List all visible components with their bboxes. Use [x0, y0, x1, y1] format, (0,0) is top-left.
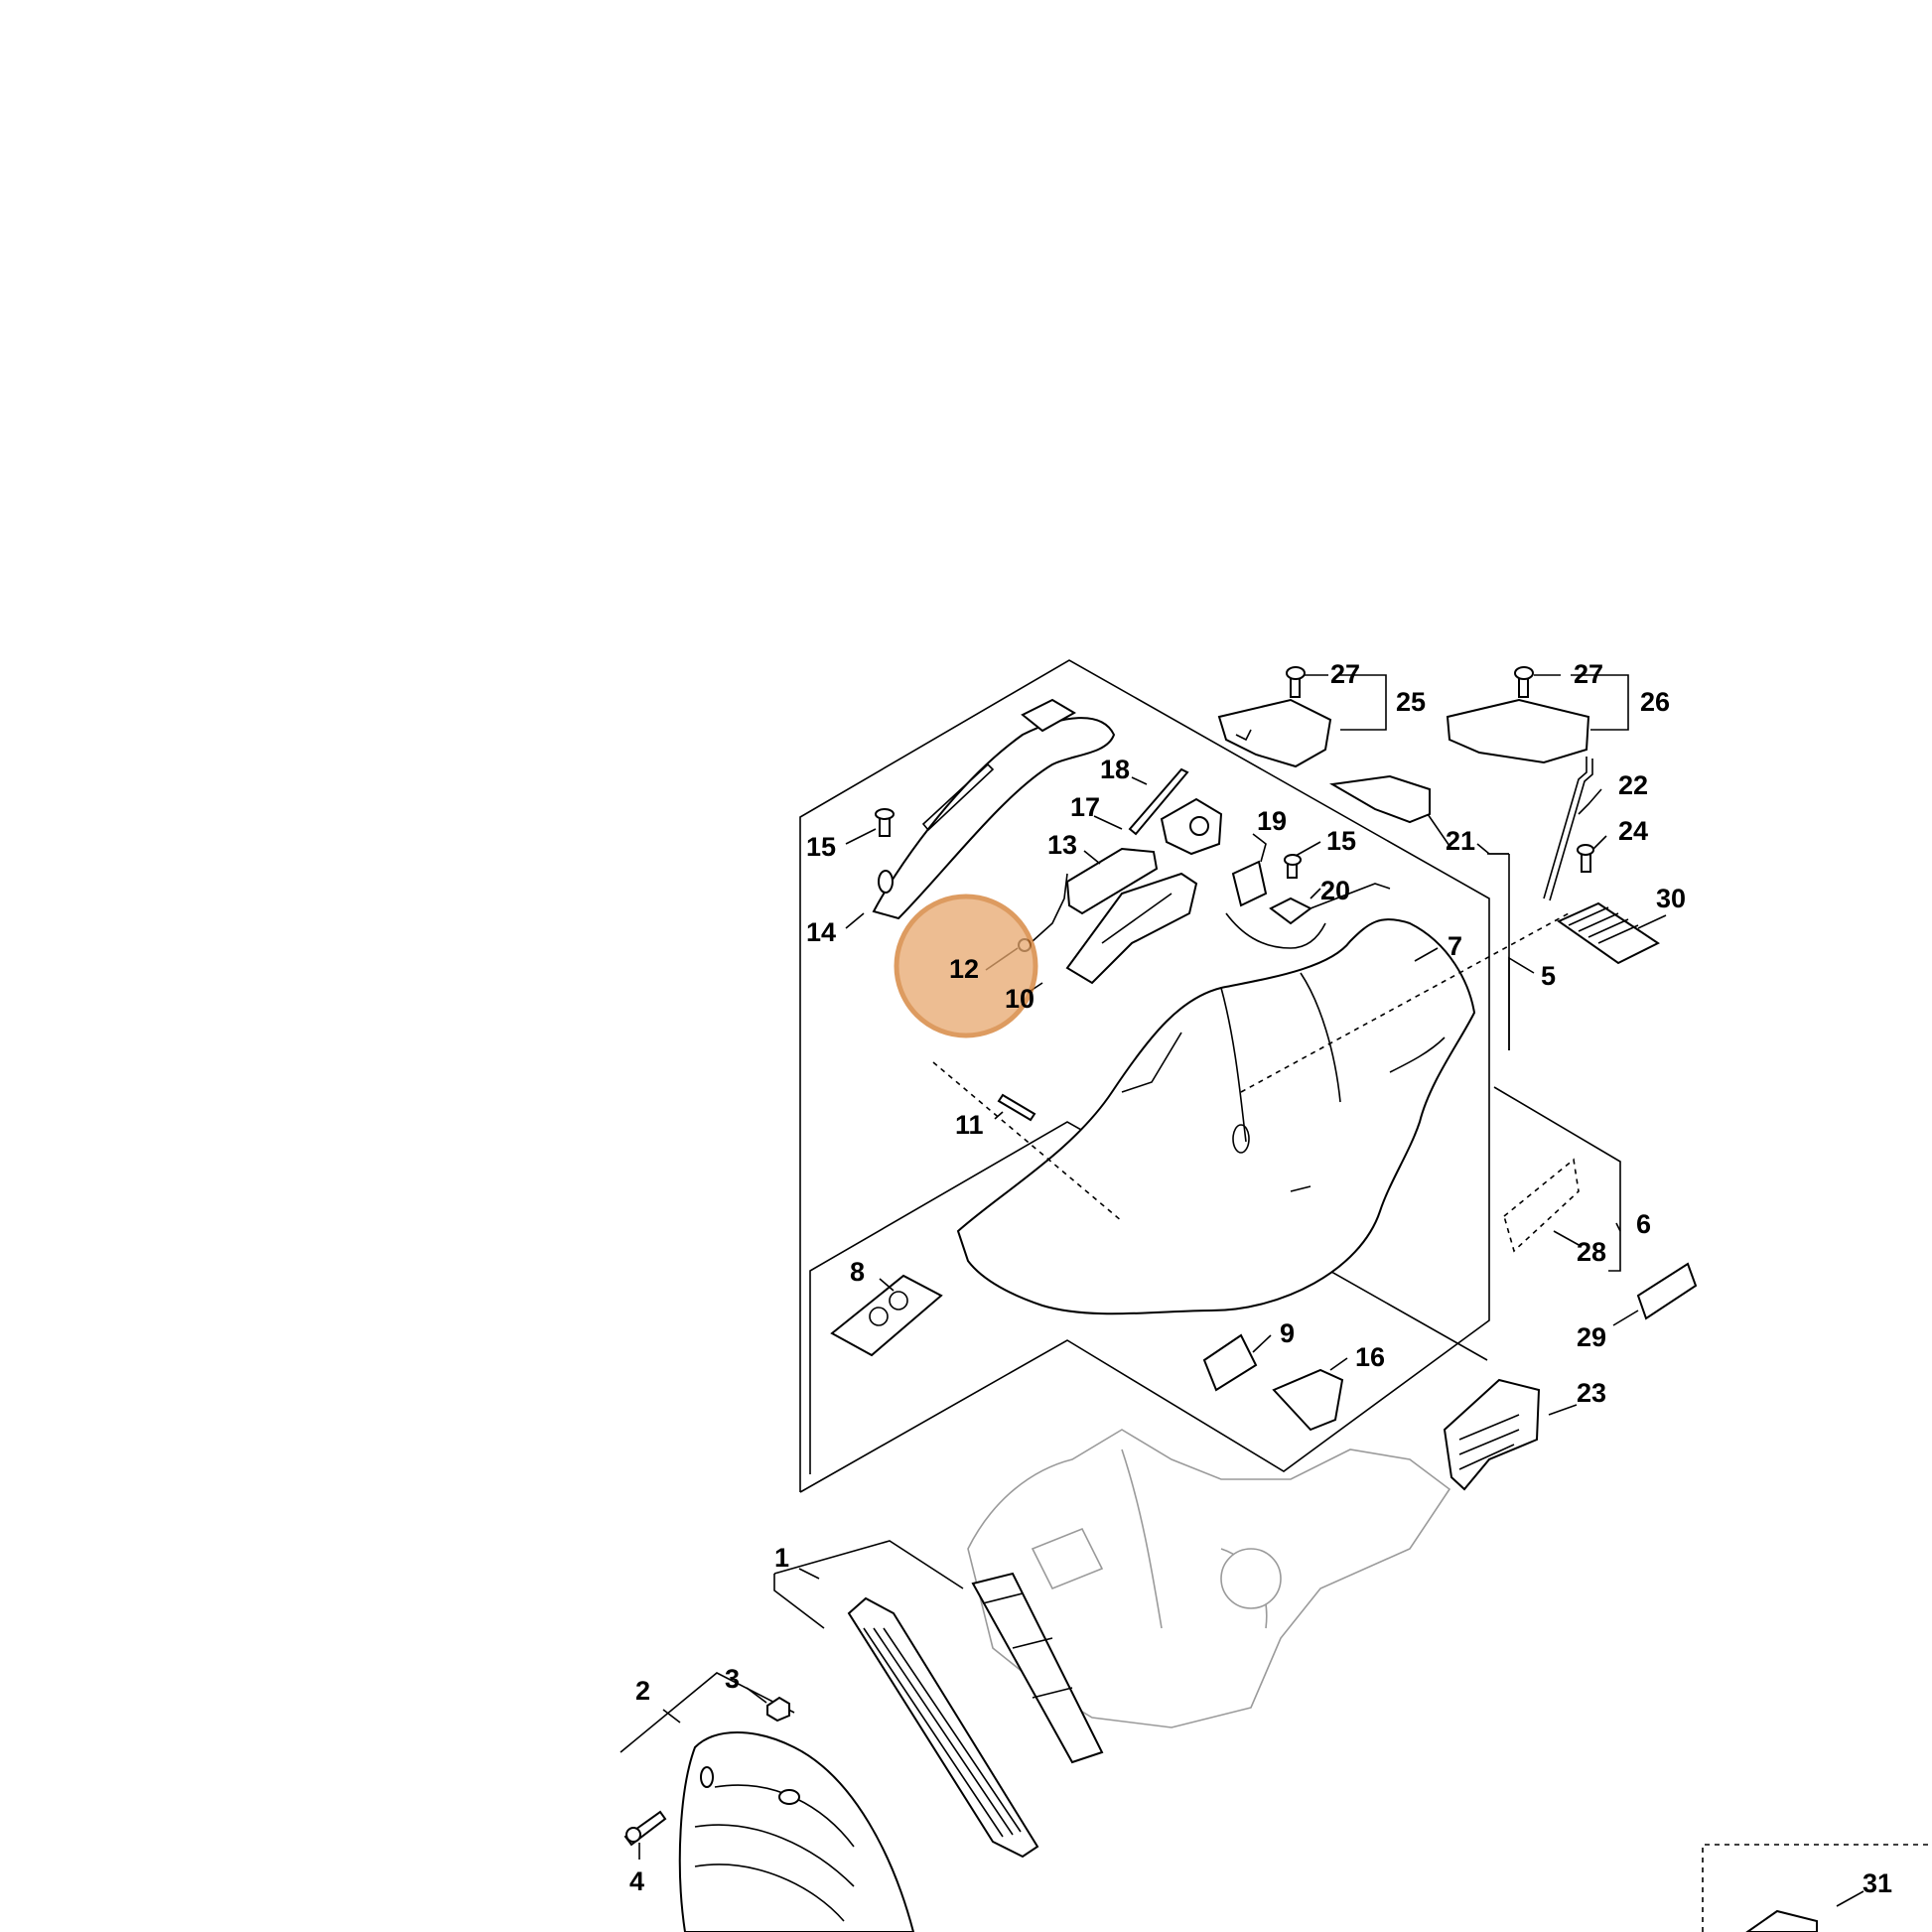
callout-13[interactable]: 13	[1047, 830, 1077, 860]
callout-27[interactable]: 27	[1330, 659, 1360, 689]
callout-10[interactable]: 10	[1005, 984, 1035, 1014]
callout-29[interactable]: 29	[1577, 1322, 1606, 1352]
callout-15b[interactable]: 15	[1326, 826, 1356, 856]
callout-31[interactable]: 31	[1863, 1868, 1892, 1898]
callout-labels: 1 2 3 4 5 6 7 8 9 10 11 12 13 14 15 15 1…	[629, 659, 1892, 1898]
screw-15-part	[875, 808, 895, 837]
grille-30-part	[1556, 901, 1660, 965]
callout-3[interactable]: 3	[725, 1664, 740, 1694]
screw-27-part	[1286, 666, 1534, 698]
plate-29-part	[1636, 1262, 1698, 1320]
mesh-28-part	[1503, 1158, 1580, 1253]
cap-25-part	[1217, 698, 1332, 768]
callout-1[interactable]: 1	[774, 1543, 789, 1573]
callout-7[interactable]: 7	[1448, 931, 1462, 961]
handle-cover-part	[872, 698, 1116, 920]
callout-11[interactable]: 11	[955, 1110, 984, 1140]
callout-25[interactable]: 25	[1396, 687, 1426, 717]
callout-2[interactable]: 2	[635, 1676, 650, 1706]
callout-18[interactable]: 18	[1100, 755, 1130, 784]
shroud-dashed-axis	[932, 912, 1570, 1222]
pin-11-part	[997, 1093, 1036, 1122]
callout-22[interactable]: 22	[1618, 770, 1648, 800]
grip-16-part	[1272, 1368, 1344, 1432]
screw-15b-part	[1284, 854, 1302, 879]
guard-23-part	[1443, 1378, 1541, 1491]
filter-cover-2-part	[620, 1672, 915, 1932]
screw-4-part	[623, 1810, 667, 1847]
trigger-10-part	[1065, 872, 1198, 985]
bracket-19-part	[1225, 860, 1326, 949]
callout-17[interactable]: 17	[1070, 792, 1100, 822]
callout-8[interactable]: 8	[850, 1257, 865, 1287]
callout-30[interactable]: 30	[1656, 884, 1686, 913]
highlight-circle	[894, 894, 1038, 1038]
callout-20[interactable]: 20	[1320, 876, 1350, 905]
callout-26[interactable]: 26	[1640, 687, 1670, 717]
callout-28[interactable]: 28	[1577, 1237, 1606, 1267]
switch-17-part	[1160, 797, 1223, 856]
callout-12[interactable]: 12	[949, 954, 979, 984]
callout-16[interactable]: 16	[1355, 1342, 1385, 1372]
callout-6[interactable]: 6	[1636, 1209, 1651, 1239]
callout-27b[interactable]: 27	[1574, 659, 1603, 689]
plug-3-part	[766, 1696, 790, 1723]
box-31-frame	[1702, 1844, 1932, 1932]
rod-18-part	[1128, 767, 1189, 836]
callout-4[interactable]: 4	[629, 1866, 644, 1896]
clip-20-part	[1269, 883, 1391, 925]
callout-23[interactable]: 23	[1577, 1378, 1606, 1408]
callout-14[interactable]: 14	[806, 917, 836, 947]
callout-19[interactable]: 19	[1257, 806, 1287, 836]
callout-9[interactable]: 9	[1280, 1318, 1295, 1348]
brackets-25-26	[1340, 674, 1629, 731]
callout-15[interactable]: 15	[806, 832, 836, 862]
cover-21-part	[1328, 774, 1431, 824]
screw-24-part	[1577, 844, 1594, 873]
cap-26-part	[1446, 698, 1590, 764]
lever-13-part	[1065, 847, 1159, 915]
callout-5[interactable]: 5	[1541, 961, 1556, 991]
rod-22-part	[1543, 757, 1593, 901]
sticker-9-part	[1202, 1333, 1258, 1392]
engine-body-ghost	[967, 1429, 1451, 1728]
label-8-part	[830, 1274, 943, 1357]
shroud-7-part	[956, 918, 1476, 1315]
callout-21[interactable]: 21	[1446, 826, 1475, 856]
callout-24[interactable]: 24	[1618, 816, 1648, 846]
air-filter-1-part	[773, 1540, 1104, 1859]
